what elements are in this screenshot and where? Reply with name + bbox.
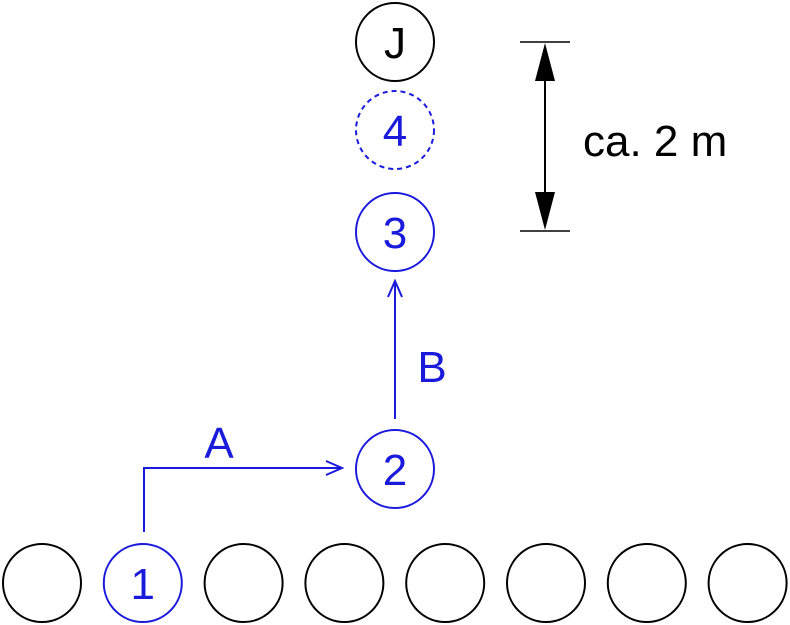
station-3: 3 — [355, 192, 435, 272]
dimension-arrowhead-down — [535, 192, 555, 230]
row-position-1 — [2, 543, 82, 623]
station-2: 2 — [355, 429, 435, 509]
row-position-circle — [606, 543, 687, 623]
row-position-3 — [203, 543, 284, 623]
dimension-arrowhead-up — [535, 43, 555, 81]
move-a: A — [143, 419, 342, 532]
station-2-label: 2 — [383, 446, 407, 495]
row-position-circle — [506, 543, 586, 623]
move-a-arrow — [143, 468, 342, 532]
station-3-circle — [355, 192, 435, 272]
row-position-6 — [506, 543, 586, 623]
move-a-label: A — [204, 419, 234, 468]
station-j: J — [355, 2, 435, 82]
row-position-circle — [405, 543, 486, 623]
row-position-circle — [707, 543, 788, 623]
row-position-circle — [2, 543, 82, 623]
row-position-7 — [606, 543, 687, 623]
row-position-circle — [203, 543, 284, 623]
distance-label: ca. 2 m — [583, 117, 727, 166]
row-position-8 — [707, 543, 788, 623]
station-2-circle — [355, 429, 435, 509]
move-b: B — [395, 281, 447, 419]
row-position-circle — [102, 543, 183, 623]
station-4-circle — [355, 90, 435, 170]
station-4-label: 4 — [383, 107, 407, 156]
row-position-5 — [405, 543, 486, 623]
move-b-label: B — [417, 343, 446, 392]
player-row: 1 — [2, 543, 788, 623]
row-position-4 — [304, 543, 385, 623]
station-3-label: 3 — [383, 209, 407, 258]
row-position-2: 1 — [102, 543, 183, 623]
distance-dimension: ca. 2 m — [520, 41, 727, 232]
row-position-circle — [304, 543, 385, 623]
station-j-circle — [355, 2, 435, 82]
row-position-label: 1 — [131, 560, 155, 609]
station-j-label: J — [384, 19, 406, 68]
station-4: 4 — [355, 90, 435, 170]
